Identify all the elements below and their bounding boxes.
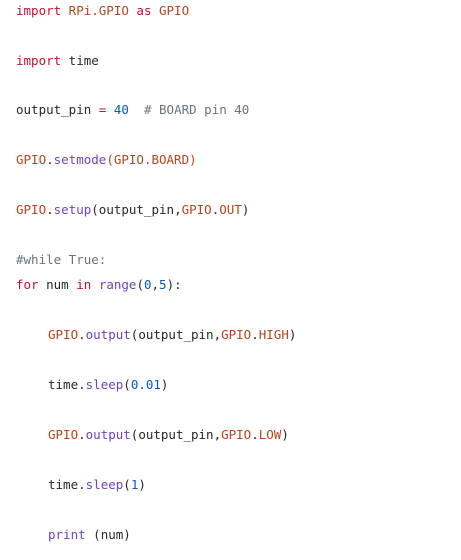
code-line-5: GPIO.setup(output_pin,GPIO.OUT): [16, 201, 249, 219]
code-token: setup: [53, 202, 92, 217]
code-line-9: time.sleep(0.01): [48, 376, 168, 394]
code-token: ):: [166, 277, 182, 292]
code-token: .: [78, 327, 86, 342]
code-token: (output_pin,: [130, 427, 222, 442]
code-line-3: output_pin = 40 # BOARD pin 40: [16, 101, 249, 119]
code-token: (output_pin,: [130, 327, 222, 342]
code-line-1: import RPi.GPIO as GPIO: [16, 2, 189, 20]
code-token: in: [76, 277, 92, 292]
code-token: 1: [130, 477, 139, 492]
code-token: .: [251, 427, 259, 442]
code-token: .: [46, 202, 54, 217]
code-line-4: GPIO.setmode(GPIO.BOARD): [16, 151, 197, 169]
code-line-2: import time: [16, 52, 99, 70]
code-token: setmode: [53, 152, 107, 167]
code-token: GPIO: [181, 202, 212, 217]
code-token: [106, 102, 114, 117]
code-token: (: [123, 377, 131, 392]
code-token: output: [85, 327, 131, 342]
code-token: .: [78, 427, 86, 442]
code-token: GPIO: [16, 202, 47, 217]
code-token: 0: [143, 277, 152, 292]
code-token: .: [251, 327, 259, 342]
code-token: LOW: [258, 427, 282, 442]
code-token: ): [281, 427, 289, 442]
code-token: print: [48, 527, 86, 542]
code-token: (num): [85, 527, 131, 542]
code-token: (: [123, 477, 131, 492]
code-line-11: time.sleep(1): [48, 476, 146, 494]
code-token: GPIO: [48, 427, 79, 442]
code-token: ): [288, 327, 297, 342]
code-token: time: [61, 53, 99, 68]
code-token: (: [136, 277, 144, 292]
code-token: RPi.GPIO: [61, 3, 137, 18]
code-token: 5: [159, 277, 167, 292]
code-token: # BOARD pin 40: [128, 102, 250, 117]
code-line-7: for num in range(0,5):: [16, 276, 182, 294]
code-token: (output_pin,: [91, 202, 182, 217]
code-token: GPIO: [151, 3, 190, 18]
code-token: GPIO: [221, 327, 252, 342]
code-token: [91, 277, 99, 292]
code-token: GPIO: [16, 152, 47, 167]
code-line-10: GPIO.output(output_pin,GPIO.LOW): [48, 426, 289, 444]
code-token: ,: [151, 277, 160, 292]
code-line-8: GPIO.output(output_pin,GPIO.HIGH): [48, 326, 296, 344]
code-token: .: [211, 202, 220, 217]
code-token: GPIO: [48, 327, 79, 342]
code-token: ): [160, 377, 169, 392]
code-token: =: [98, 102, 107, 117]
code-token: import: [16, 53, 62, 68]
code-token: .: [78, 377, 86, 392]
code-token: sleep: [85, 477, 124, 492]
code-token: ): [241, 202, 250, 217]
code-token: .: [46, 152, 54, 167]
code-token: range: [98, 277, 137, 292]
code-token: for: [16, 277, 39, 292]
code-token: OUT: [219, 202, 242, 217]
code-token: .: [78, 477, 86, 492]
code-token: output_pin: [16, 102, 99, 117]
code-token: time: [48, 477, 79, 492]
code-token: #while True:: [16, 252, 107, 267]
code-token: sleep: [85, 377, 124, 392]
code-token: 0.01: [130, 377, 161, 392]
code-token: output: [85, 427, 131, 442]
code-token: HIGH: [258, 327, 289, 342]
code-token: (GPIO.BOARD): [106, 152, 197, 167]
code-token: import: [16, 3, 62, 18]
code-token: time: [48, 377, 79, 392]
code-token: num: [38, 277, 77, 292]
code-line-12: print (num): [48, 526, 131, 544]
code-token: GPIO: [221, 427, 252, 442]
code-token: as: [136, 3, 152, 18]
code-line-6: #while True:: [16, 251, 106, 269]
code-token: ): [138, 477, 146, 492]
code-token: 40: [113, 102, 129, 117]
